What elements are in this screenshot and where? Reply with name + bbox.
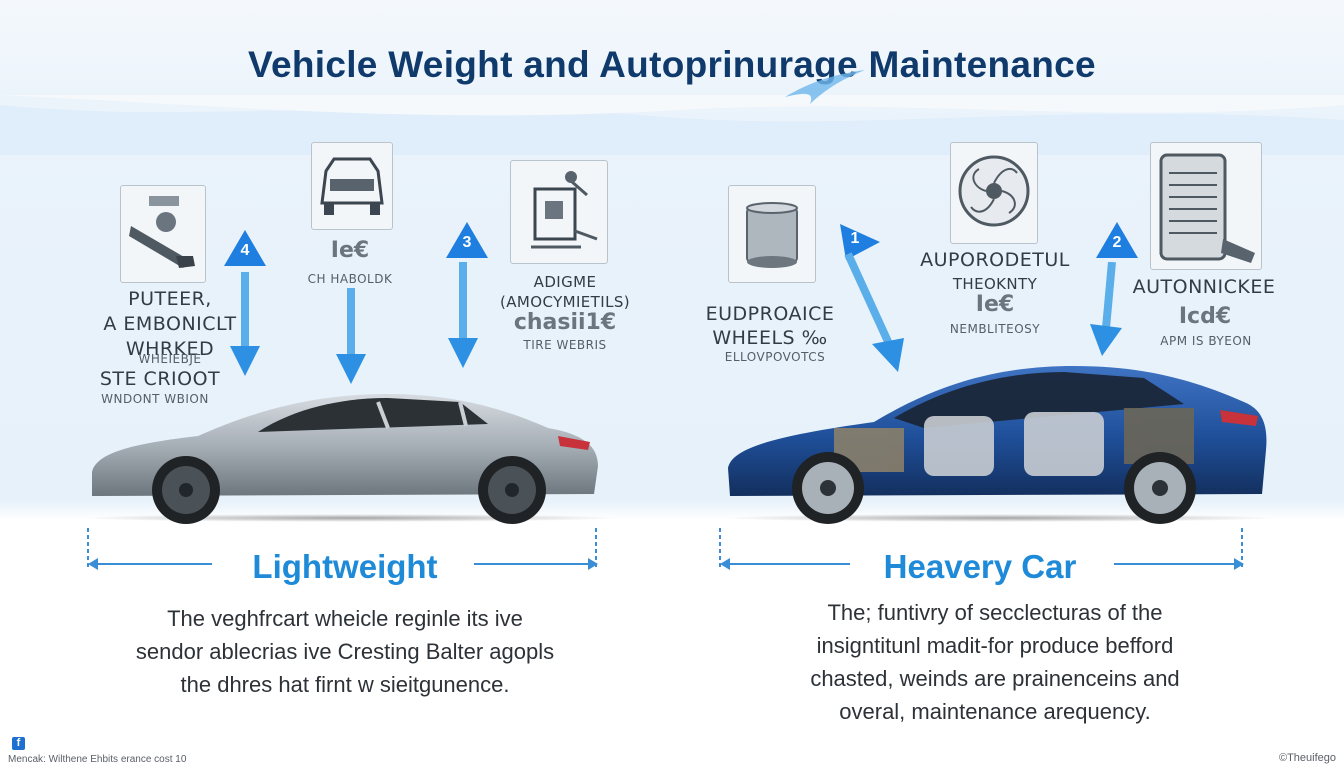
radiator-thumbnail [1150, 142, 1262, 270]
heavy-car-image [728, 366, 1267, 524]
callout-2-sub: APM IS BYEON [1160, 334, 1252, 348]
badge-3: 3 [444, 220, 490, 260]
filter-thumbnail [728, 185, 816, 283]
callout-b-right-sub: NEMBLITEOSY [949, 322, 1041, 336]
callout-2-title: AUTONNICKEE [1132, 276, 1276, 298]
engine-part-icon [129, 196, 195, 268]
chassis-thumbnail [510, 160, 608, 264]
down-arrow-icon [1090, 262, 1122, 356]
down-arrow-icon [448, 262, 478, 368]
heavy-car-heading: Heavery Car [883, 548, 1077, 585]
callout-c-text: ADIGME (AMOCYMIETILS) [500, 273, 630, 311]
callout-b-right-value: Ie€ [975, 292, 1015, 317]
swoosh-icon [785, 70, 865, 104]
callout-c-value: chasii1€ [513, 310, 617, 335]
badge-2: 2 [1094, 220, 1140, 260]
footer-source: Mencak: Wilthene Ehbits erance cost 10 [8, 754, 187, 765]
width-dimension-arrow [719, 528, 1244, 570]
footer-credit: ©Theuifego [1278, 752, 1336, 764]
lightweight-heading: Lightweight [252, 548, 438, 585]
badge-1: 1 [836, 220, 882, 262]
car-front-icon [320, 157, 384, 215]
callout-b-sub: CH HABOLDK [307, 272, 393, 286]
page-title: Vehicle Weight and Autoprinurage Mainten… [248, 44, 1096, 85]
callout-a-line4: STE CRIOOT [99, 368, 221, 390]
background-wave [0, 95, 1344, 155]
car-shadow [720, 514, 1280, 522]
callout-1-text: EUDPROAICE WHEELS ‰ [705, 303, 835, 349]
down-arrow-icon [336, 288, 366, 384]
diagonal-arrow-icon [844, 252, 904, 372]
callout-b-value: Ie€ [330, 238, 370, 263]
facebook-icon[interactable]: f [12, 737, 25, 750]
radiator-icon [1159, 153, 1255, 263]
down-arrow-icon [230, 272, 260, 376]
car-front-thumbnail [311, 142, 393, 230]
width-dimension-arrow [87, 528, 598, 570]
badge-4: 4 [222, 228, 268, 268]
callout-c-sub: TIRE WEBRIS [523, 338, 607, 352]
car-shadow [80, 514, 620, 522]
turbine-icon [958, 155, 1030, 227]
lightweight-description: The veghfrcart wheicle reginle its ive s… [135, 606, 555, 697]
chassis-icon [531, 171, 598, 249]
callout-a-text: PUTEER, A EMBONICLT WHRKED [103, 288, 237, 360]
filter-icon [746, 202, 798, 268]
callout-2-value: Icd€ [1178, 304, 1232, 329]
turbine-thumbnail [950, 142, 1038, 244]
callout-a-sub: WHEIEBJE [138, 352, 202, 366]
engine-part-thumbnail [120, 185, 206, 283]
heavy-car-description: The; funtivry of secclecturas of the ins… [810, 600, 1180, 724]
callout-b-right-text: AUPORODETUL THEOKNTY [920, 249, 1070, 293]
callout-a-sub2: WNDONT WBION [101, 392, 209, 406]
lightweight-car-image [92, 394, 598, 524]
callout-1-sub: ELLOVPOVOTCS [724, 350, 826, 364]
